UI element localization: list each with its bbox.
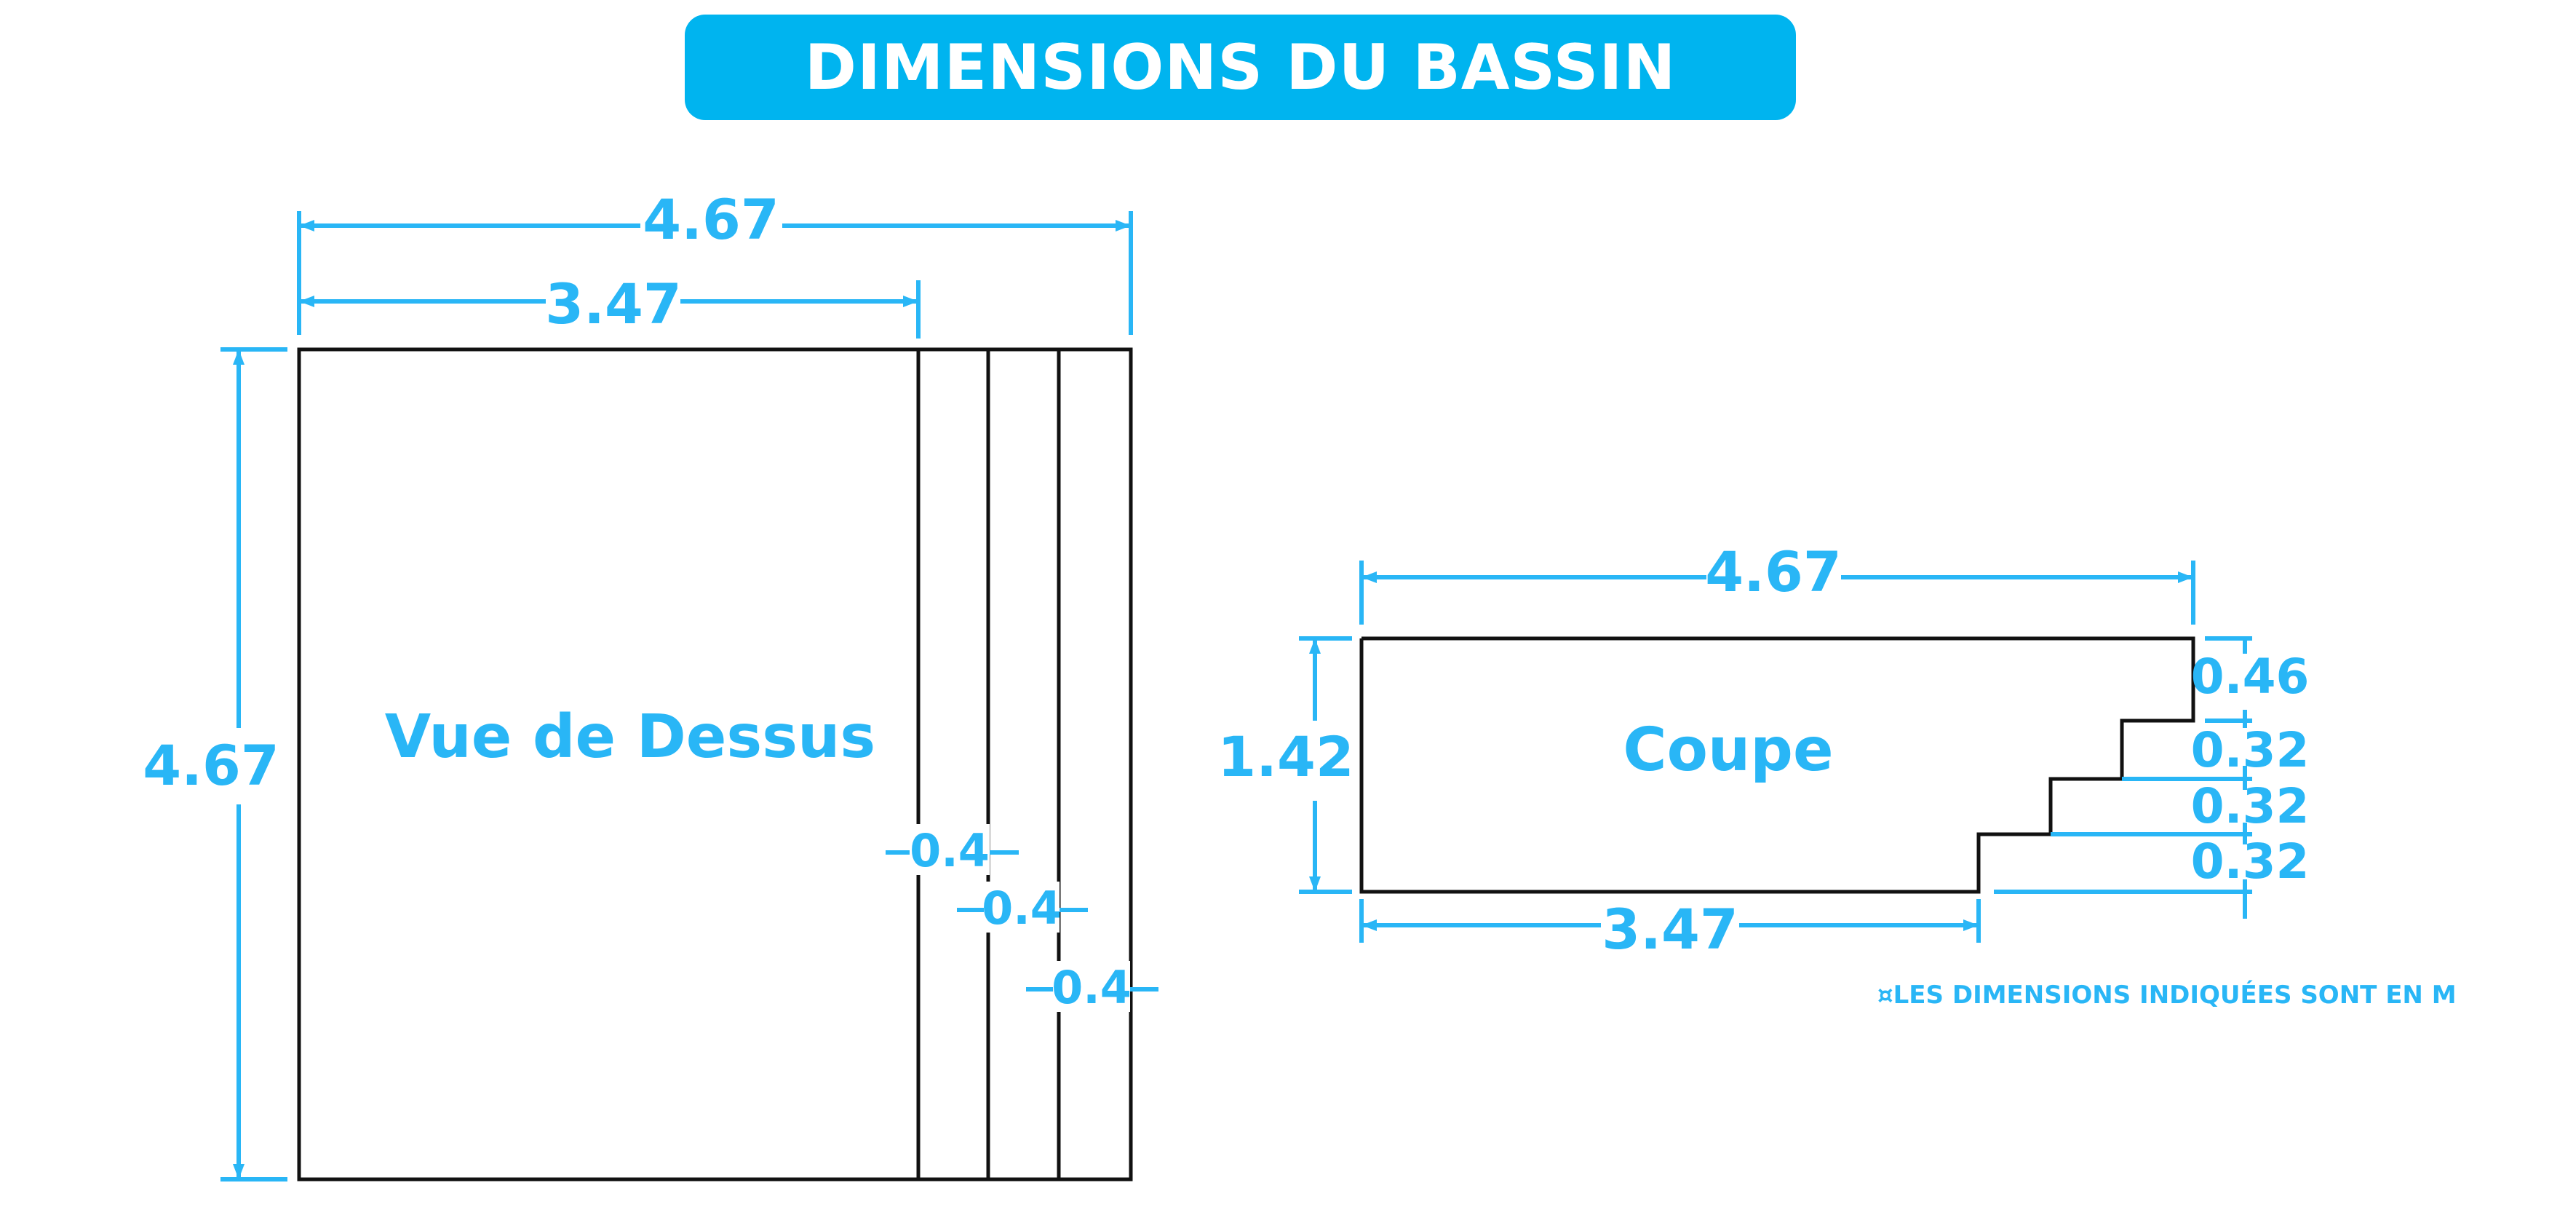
step-height-label-4: 0.32 bbox=[2191, 834, 2310, 890]
page-title: DIMENSIONS DU BASSIN bbox=[804, 31, 1677, 104]
top-width-dimension: 4.67 bbox=[143, 347, 287, 1181]
section-length-bottom-label: 3.47 bbox=[1602, 897, 1738, 962]
step-width-label-2: 0.4 bbox=[982, 882, 1062, 935]
top-length-total-label: 4.67 bbox=[643, 187, 779, 252]
section-length-total-label: 4.67 bbox=[1705, 539, 1842, 604]
step-width-dimension-1: 0.4 bbox=[886, 824, 1019, 877]
section-step-heights: 0.46 0.32 0.32 0.32 bbox=[1994, 636, 2310, 919]
section-view-label: Coupe bbox=[1623, 716, 1833, 785]
section-length-total-dimension: 4.67 bbox=[1359, 539, 2195, 625]
section-length-bottom-dimension: 3.47 bbox=[1359, 897, 1981, 962]
top-view-outline bbox=[297, 347, 1133, 1181]
step-height-label-1: 0.46 bbox=[2191, 649, 2310, 705]
top-length-main-dimension: 3.47 bbox=[299, 272, 921, 339]
units-note: ¤LES DIMENSIONS INDIQUÉES SONT EN M bbox=[1877, 980, 2457, 1010]
section-depth-label: 1.42 bbox=[1217, 724, 1354, 789]
section-depth-dimension: 1.42 bbox=[1217, 636, 1354, 894]
step-width-dimension-3: 0.4 bbox=[1026, 961, 1158, 1014]
step-width-dimension-2: 0.4 bbox=[957, 882, 1088, 935]
title-banner: DIMENSIONS DU BASSIN bbox=[685, 15, 1796, 120]
step-height-label-3: 0.32 bbox=[2191, 778, 2310, 834]
step-width-label-3: 0.4 bbox=[1052, 961, 1132, 1014]
top-view: 4.67 3.47 4.67 0.4 bbox=[143, 187, 1158, 1181]
top-view-label: Vue de Dessus bbox=[385, 702, 875, 772]
top-length-main-label: 3.47 bbox=[545, 272, 682, 336]
step-width-label-1: 0.4 bbox=[910, 824, 990, 877]
top-width-label: 4.67 bbox=[143, 733, 279, 798]
step-height-label-2: 0.32 bbox=[2191, 722, 2310, 778]
section-outline bbox=[1359, 636, 2195, 894]
top-length-total-dimension: 4.67 bbox=[297, 187, 1133, 335]
section-view: 4.67 3.47 1.42 bbox=[1217, 539, 2309, 962]
